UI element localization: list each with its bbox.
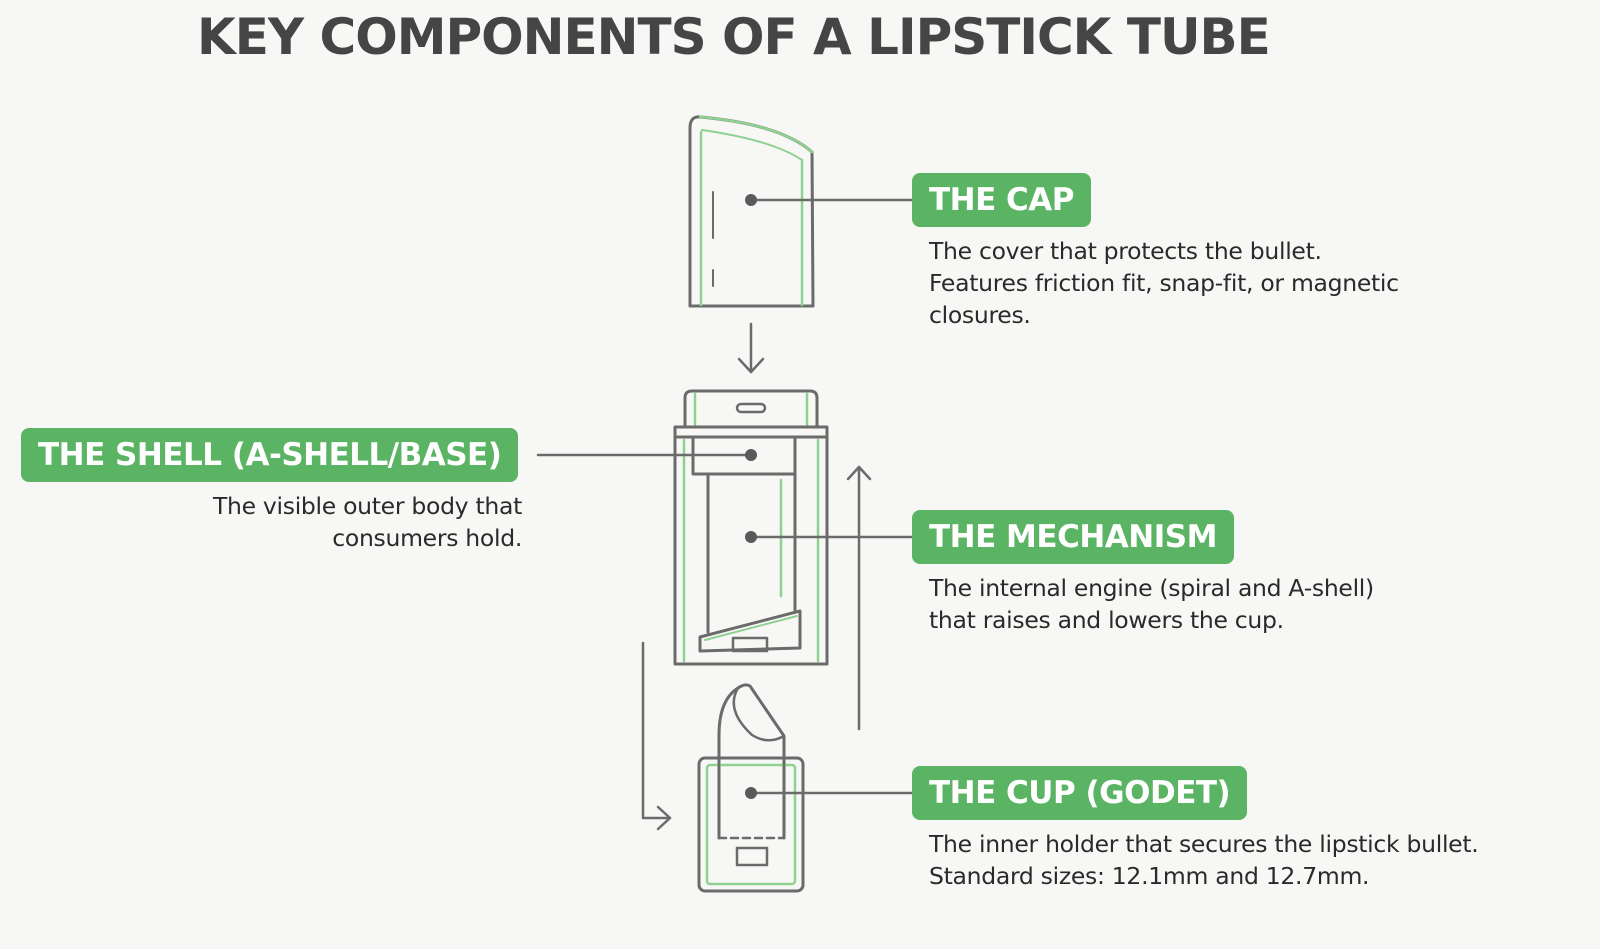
mechanism-desc-line: that raises and lowers the cup. (929, 606, 1284, 634)
cap-leader (745, 194, 914, 206)
cup-desc-line: The inner holder that secures the lipsti… (929, 830, 1479, 858)
shell-desc-line: consumers hold. (332, 524, 522, 552)
shell-desc-line: The visible outer body that (212, 492, 522, 520)
cap-desc-line: The cover that protects the bullet. (929, 237, 1322, 265)
shell-leader (536, 449, 757, 461)
mechanism-label: THE MECHANISM (912, 510, 1234, 564)
shell-drawing (673, 389, 829, 666)
cup-leader (745, 787, 914, 799)
mechanism-leader (745, 531, 914, 543)
cap-drawing (688, 115, 815, 308)
cap-description: The cover that protects the bullet. Feat… (929, 235, 1399, 331)
cup-description: The inner holder that secures the lipsti… (929, 828, 1479, 892)
down-arrow-icon (737, 322, 765, 374)
page-title: KEY COMPONENTS OF A LIPSTICK TUBE (197, 8, 1271, 66)
elbow-arrow-icon (641, 641, 672, 831)
cap-desc-line: closures. (929, 301, 1031, 329)
cup-drawing (697, 683, 805, 893)
cap-label: THE CAP (912, 173, 1092, 227)
cup-label: THE CUP (GODET) (912, 766, 1248, 820)
mechanism-desc-line: The internal engine (spiral and A-shell) (929, 574, 1374, 602)
up-arrow-icon (846, 465, 872, 731)
mechanism-description: The internal engine (spiral and A-shell)… (929, 572, 1374, 636)
shell-description: The visible outer body that consumers ho… (213, 490, 522, 554)
cap-desc-line: Features friction fit, snap-fit, or magn… (929, 269, 1399, 297)
shell-label: THE SHELL (A-SHELL/BASE) (21, 428, 519, 482)
cup-desc-line: Standard sizes: 12.1mm and 12.7mm. (929, 862, 1370, 890)
